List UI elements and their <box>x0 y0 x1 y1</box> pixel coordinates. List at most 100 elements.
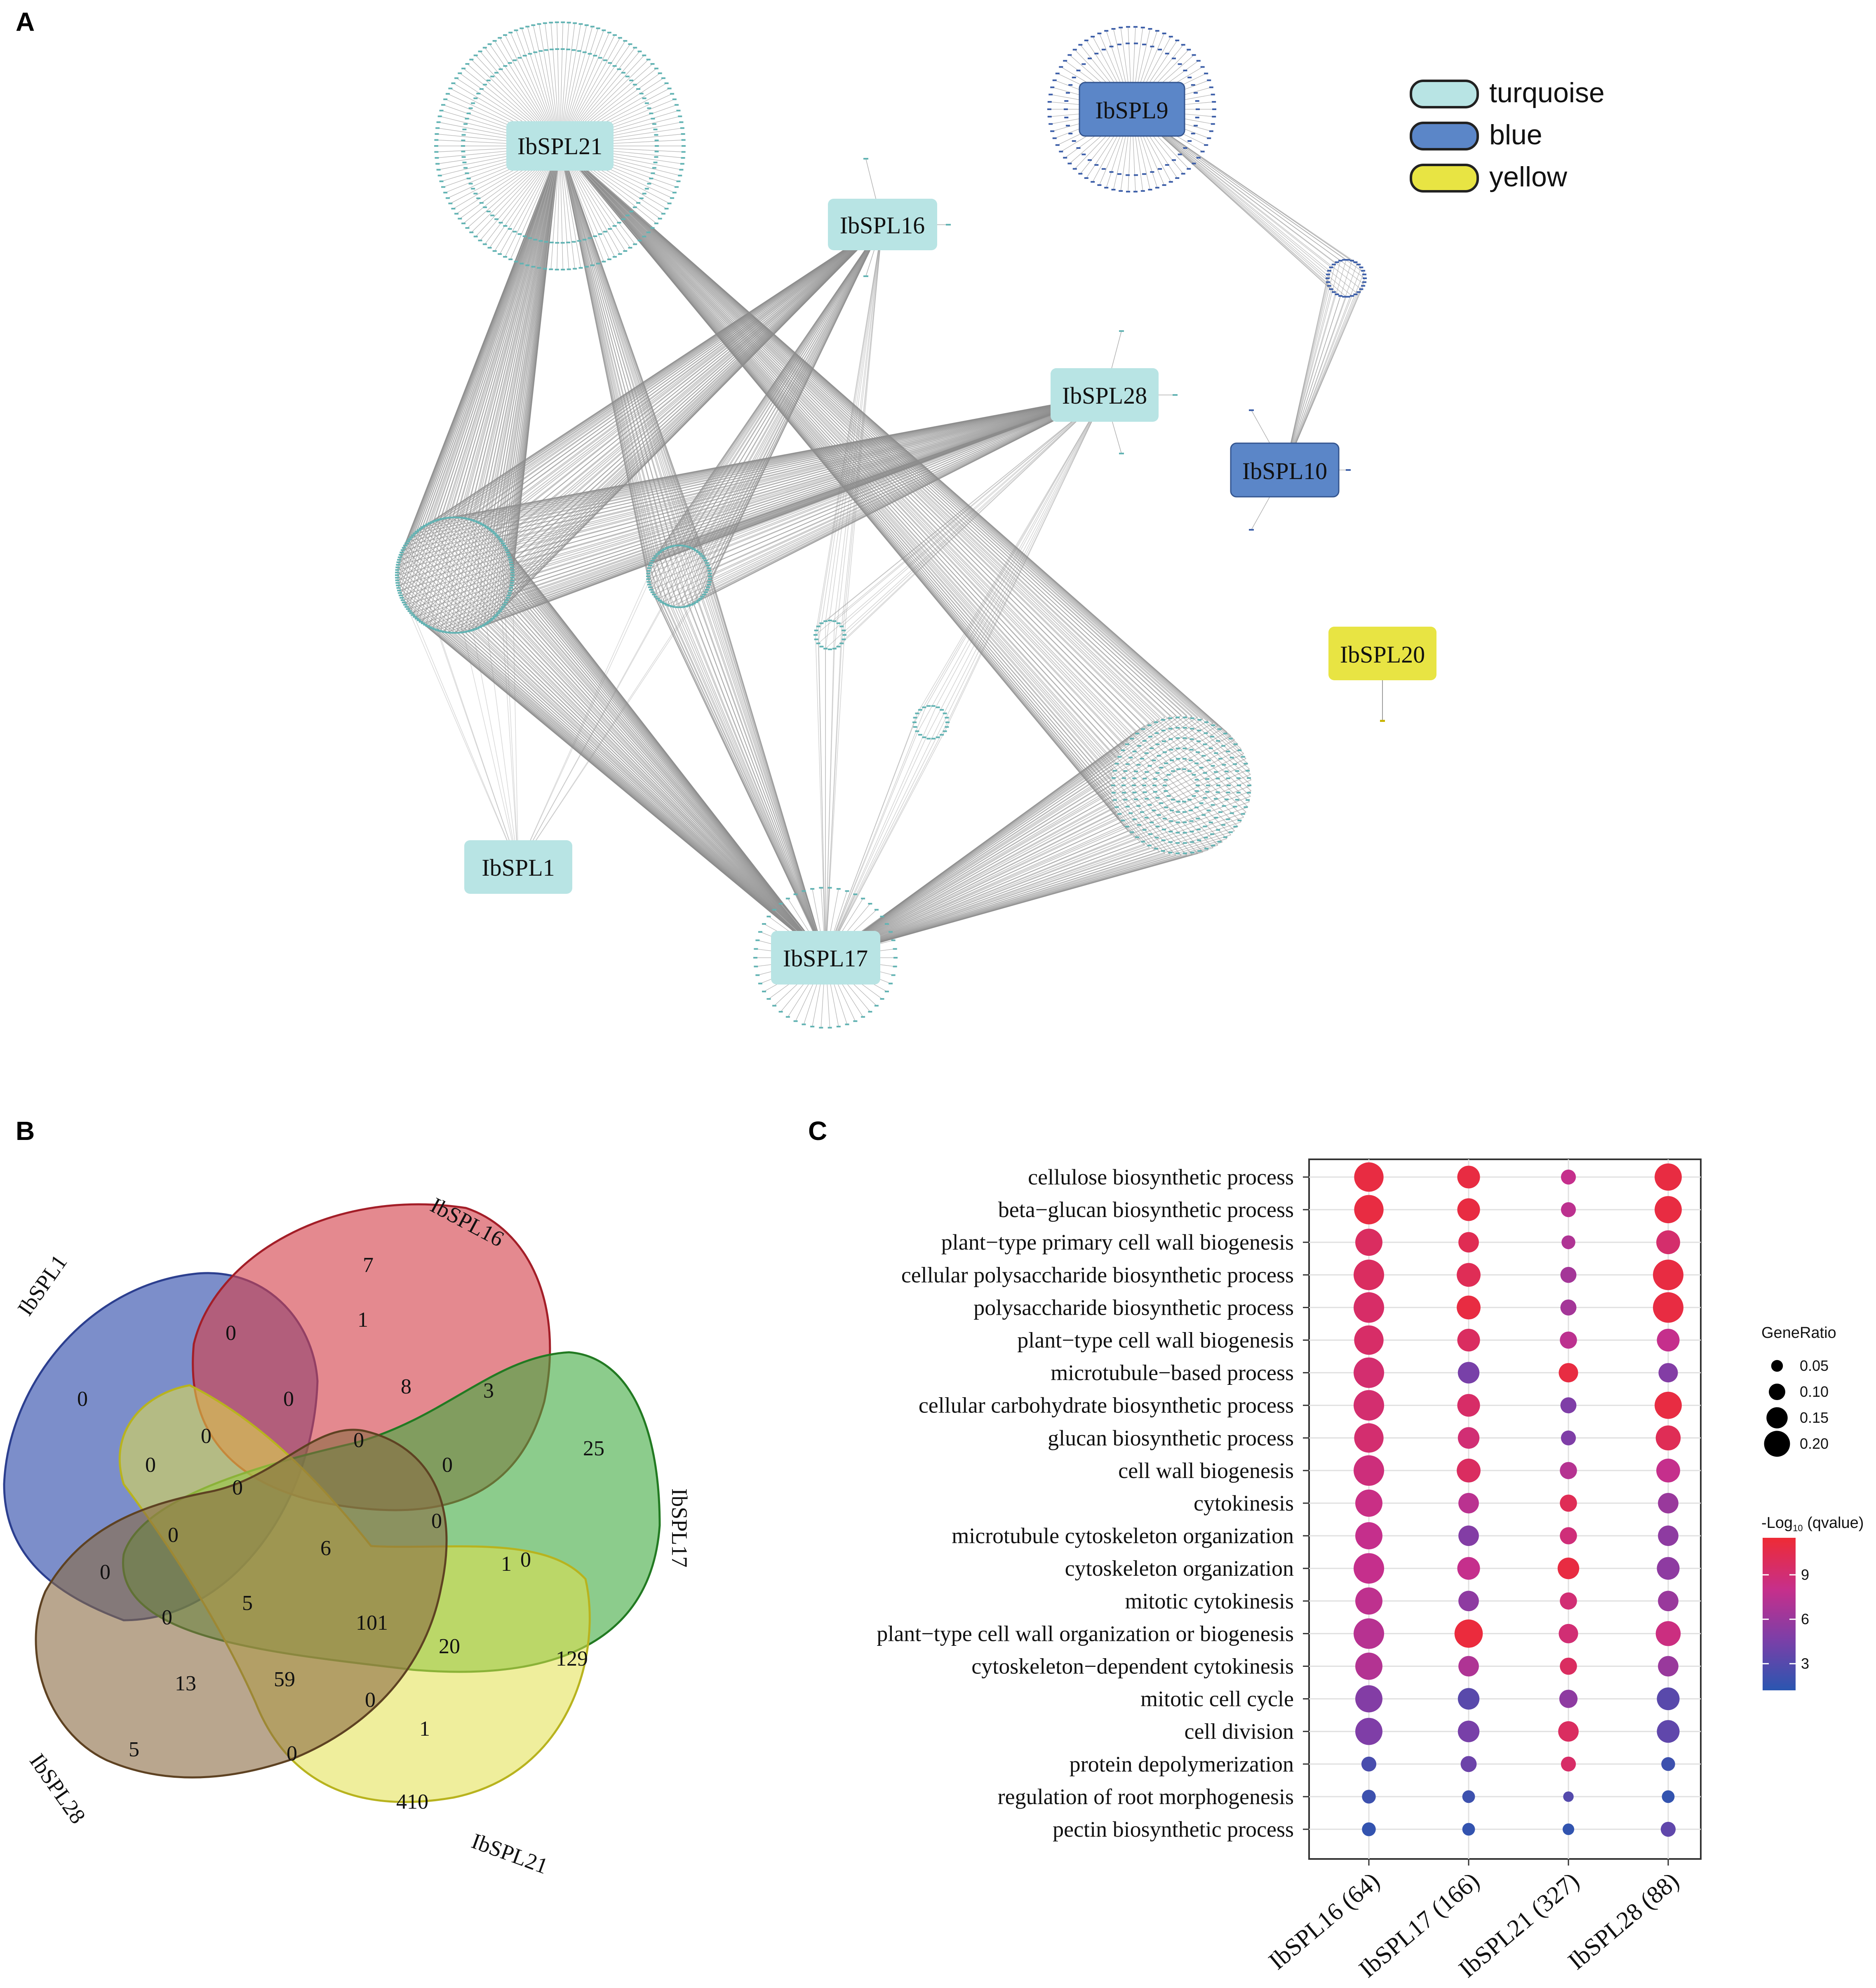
dot-point <box>1658 1363 1678 1383</box>
dot-point <box>1563 1791 1574 1802</box>
legend-label-turquoise: turquoise <box>1489 77 1605 108</box>
node-ibspl1[interactable]: IbSPL1 <box>464 840 572 894</box>
node-ibspl20[interactable]: IbSPL20 <box>1328 627 1436 680</box>
dot-point <box>1354 1357 1384 1388</box>
venn-label-ibspl28: IbSPL28 <box>25 1749 90 1828</box>
venn-count: 3 <box>483 1379 494 1403</box>
dot-point <box>1354 1260 1384 1290</box>
dot-point <box>1561 1169 1576 1185</box>
dot-point <box>1560 1527 1577 1544</box>
node-ibspl9-label: IbSPL9 <box>1095 97 1168 124</box>
dot-point <box>1458 1720 1480 1742</box>
gene-ratio-legend-label: 0.10 <box>1800 1383 1829 1400</box>
venn-label-ibspl21: IbSPL21 <box>468 1828 551 1879</box>
venn-count: 410 <box>396 1790 428 1814</box>
venn-count: 0 <box>431 1509 442 1533</box>
go-term-label: mitotic cytokinesis <box>1125 1589 1294 1613</box>
dot-point <box>1362 1790 1376 1804</box>
dot-point <box>1559 1690 1578 1708</box>
go-term-label: cell division <box>1185 1719 1294 1744</box>
panel-label-c: C <box>808 1116 827 1146</box>
dot-point <box>1458 1232 1479 1253</box>
node-ibspl17-label: IbSPL17 <box>783 945 868 972</box>
dot-point <box>1653 1292 1683 1323</box>
colorbar-tick-label: 6 <box>1801 1611 1809 1628</box>
venn-count: 59 <box>274 1668 295 1691</box>
dot-point <box>1355 1490 1382 1517</box>
dot-point <box>1462 1790 1475 1803</box>
venn-count: 0 <box>353 1429 364 1452</box>
network-edges <box>397 22 1383 1028</box>
dot-point <box>1561 1430 1576 1445</box>
node-ibspl9[interactable]: IbSPL9 <box>1079 82 1185 137</box>
node-ibspl21[interactable]: IbSPL21 <box>506 121 614 171</box>
venn-count: 7 <box>363 1253 374 1277</box>
dot-point <box>1561 1202 1576 1217</box>
go-term-label: beta−glucan biosynthetic process <box>998 1197 1294 1222</box>
dot-point <box>1454 1619 1483 1648</box>
dot-point <box>1354 1618 1384 1649</box>
venn-count: 6 <box>320 1537 331 1560</box>
x-axis-labels: IbSPL16 (64)IbSPL17 (166)IbSPL21 (327)Ib… <box>1263 1859 1684 1983</box>
coexpression-network: IbSPL21 IbSPL16 IbSPL28 IbSPL1 IbSPL17 I… <box>395 21 1605 1029</box>
venn-count: 0 <box>520 1548 531 1572</box>
gene-ratio-legend-dot <box>1769 1384 1785 1400</box>
node-ibspl16[interactable]: IbSPL16 <box>828 199 937 250</box>
node-ibspl21-label: IbSPL21 <box>517 133 602 160</box>
dot-point <box>1362 1822 1376 1836</box>
dot-point <box>1561 1756 1576 1772</box>
gene-ratio-legend-dot <box>1771 1360 1783 1372</box>
node-ibspl17[interactable]: IbSPL17 <box>771 931 880 985</box>
dot-point <box>1354 1423 1384 1453</box>
dot-point <box>1355 1652 1382 1680</box>
legend-label-yellow: yellow <box>1489 161 1568 193</box>
dot-point <box>1457 1328 1480 1352</box>
dot-point <box>1655 1621 1681 1646</box>
dot-point <box>1656 1230 1680 1255</box>
go-term-label: regulation of root morphogenesis <box>998 1784 1294 1809</box>
colorbar-tick-label: 9 <box>1801 1566 1809 1583</box>
node-ibspl20-label: IbSPL20 <box>1340 641 1425 668</box>
dot-point <box>1559 1363 1578 1383</box>
dot-point <box>1658 1525 1679 1546</box>
go-term-label: microtubule cytoskeleton organization <box>952 1523 1294 1548</box>
go-enrichment-dotplot: cellulose biosynthetic process beta−gluca… <box>877 1158 1864 1983</box>
go-term-labels: cellulose biosynthetic process beta−gluca… <box>877 1165 1309 1842</box>
dot-point <box>1354 1162 1384 1192</box>
gene-ratio-legend-label: 0.15 <box>1800 1409 1829 1426</box>
venn-count: 1 <box>501 1552 512 1576</box>
venn-count: 0 <box>232 1476 243 1499</box>
node-ibspl28[interactable]: IbSPL28 <box>1051 368 1159 422</box>
dot-point <box>1657 1687 1680 1711</box>
venn-count: 1 <box>357 1308 368 1332</box>
dot-point <box>1457 1557 1480 1580</box>
venn-count: 101 <box>356 1611 388 1635</box>
venn-count: 0 <box>168 1523 179 1547</box>
dot-point <box>1656 1459 1680 1483</box>
qvalue-legend-title: -Log10 (qvalue) <box>1761 1514 1864 1533</box>
qvalue-colorbar <box>1763 1538 1796 1690</box>
node-ibspl10[interactable]: IbSPL10 <box>1230 442 1340 498</box>
go-term-label: plant−type cell wall organization or bio… <box>877 1621 1294 1646</box>
dot-point <box>1657 1720 1680 1743</box>
go-term-label: cellulose biosynthetic process <box>1028 1165 1294 1189</box>
dot-point <box>1557 1558 1580 1579</box>
dot-point <box>1458 1362 1480 1384</box>
dot-point <box>1458 1525 1479 1546</box>
dot-point <box>1460 1756 1477 1772</box>
go-term-label: plant−type primary cell wall biogenesis <box>941 1230 1294 1255</box>
go-term-label: polysaccharide biosynthetic process <box>973 1295 1294 1320</box>
venn-count: 8 <box>401 1375 411 1398</box>
legend-swatch-blue <box>1410 122 1479 150</box>
dot-point <box>1560 1397 1577 1414</box>
dot-point <box>1560 1592 1577 1610</box>
qvalue-legend-title-suffix: (qvalue) <box>1803 1514 1864 1532</box>
venn-count: 0 <box>283 1387 294 1411</box>
go-term-label: mitotic cell cycle <box>1140 1687 1294 1711</box>
gene-ratio-legend-dot <box>1766 1407 1788 1429</box>
legend-label-blue: blue <box>1489 119 1542 150</box>
module-legend: turquoise blue yellow <box>1410 77 1605 193</box>
dot-point <box>1560 1331 1577 1349</box>
dot-point <box>1560 1299 1577 1316</box>
